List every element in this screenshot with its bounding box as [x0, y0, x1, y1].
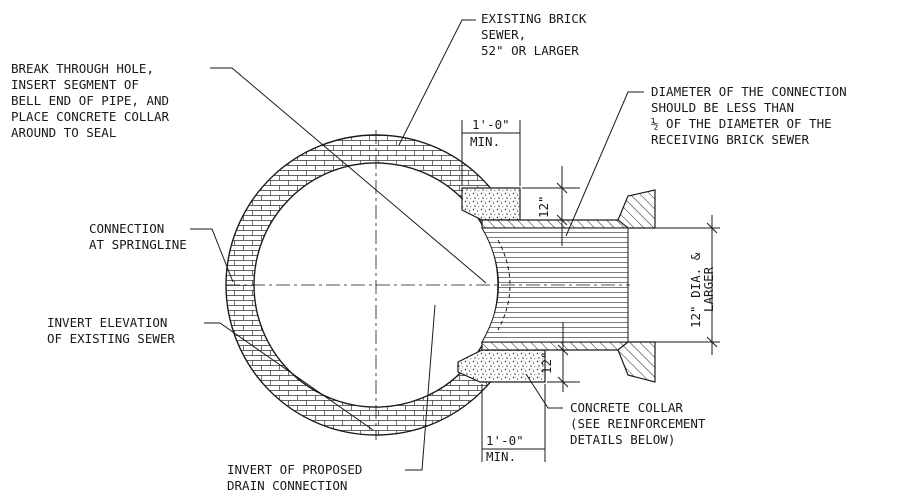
svg-text:INVERT ELEVATION: INVERT ELEVATION: [47, 315, 167, 330]
svg-text:½ OF THE DIAMETER OF THE: ½ OF THE DIAMETER OF THE: [651, 116, 832, 131]
concrete-collar-label: CONCRETE COLLAR (SEE REINFORCEMENT DETAI…: [570, 400, 706, 447]
springline-label: CONNECTION AT SPRINGLINE: [89, 221, 187, 252]
svg-text:SHOULD BE LESS THAN: SHOULD BE LESS THAN: [651, 100, 794, 115]
svg-text:SEWER,: SEWER,: [481, 27, 526, 42]
svg-text:1'-0": 1'-0": [486, 433, 524, 448]
svg-text:INSERT SEGMENT OF: INSERT SEGMENT OF: [11, 77, 139, 92]
svg-text:DETAILS BELOW): DETAILS BELOW): [570, 432, 675, 447]
svg-text:52" OR LARGER: 52" OR LARGER: [481, 43, 579, 58]
diameter-note-label: DIAMETER OF THE CONNECTION SHOULD BE LES…: [651, 84, 847, 147]
svg-text:BELL END OF PIPE, AND: BELL END OF PIPE, AND: [11, 93, 169, 108]
svg-text:CONCRETE COLLAR: CONCRETE COLLAR: [570, 400, 683, 415]
svg-text:EXISTING BRICK: EXISTING BRICK: [481, 11, 587, 26]
svg-text:BREAK THROUGH HOLE,: BREAK THROUGH HOLE,: [11, 61, 154, 76]
svg-text:LARGER: LARGER: [701, 266, 716, 312]
svg-text:MIN.: MIN.: [486, 449, 516, 464]
svg-text:MIN.: MIN.: [470, 134, 500, 149]
svg-text:OF EXISTING SEWER: OF EXISTING SEWER: [47, 331, 175, 346]
svg-text:DIAMETER OF THE CONNECTION: DIAMETER OF THE CONNECTION: [651, 84, 847, 99]
collar-bottom-height-dim: 12": [539, 351, 554, 374]
pipe-diameter-dim: 12" DIA. & LARGER: [688, 252, 716, 328]
svg-text:(SEE REINFORCEMENT: (SEE REINFORCEMENT: [570, 416, 706, 431]
pipe-bell-bottom: [617, 341, 656, 383]
svg-text:PLACE CONCRETE COLLAR: PLACE CONCRETE COLLAR: [11, 109, 170, 124]
existing-sewer-label: EXISTING BRICK SEWER, 52" OR LARGER: [481, 11, 587, 58]
concrete-collar-bottom: [457, 349, 546, 383]
pipe-bell-top: [617, 189, 656, 229]
invert-existing-label: INVERT ELEVATION OF EXISTING SEWER: [47, 315, 175, 346]
svg-text:DRAIN CONNECTION: DRAIN CONNECTION: [227, 478, 347, 493]
svg-text:RECEIVING BRICK SEWER: RECEIVING BRICK SEWER: [651, 132, 810, 147]
svg-text:AROUND TO SEAL: AROUND TO SEAL: [11, 125, 116, 140]
concrete-collar-top: [461, 187, 521, 221]
collar-top-width-dim: 1'-0" MIN.: [470, 117, 510, 149]
break-through-label: BREAK THROUGH HOLE, INSERT SEGMENT OF BE…: [11, 61, 170, 140]
svg-text:CONNECTION: CONNECTION: [89, 221, 164, 236]
svg-text:12" DIA. &: 12" DIA. &: [688, 252, 703, 328]
svg-text:INVERT OF PROPOSED: INVERT OF PROPOSED: [227, 462, 362, 477]
collar-top-height-dim: 12": [536, 195, 551, 218]
invert-proposed-label: INVERT OF PROPOSED DRAIN CONNECTION: [227, 462, 362, 493]
collar-bottom-width-dim: 1'-0" MIN.: [486, 433, 524, 464]
svg-text:1'-0": 1'-0": [472, 117, 510, 132]
svg-text:AT SPRINGLINE: AT SPRINGLINE: [89, 237, 187, 252]
